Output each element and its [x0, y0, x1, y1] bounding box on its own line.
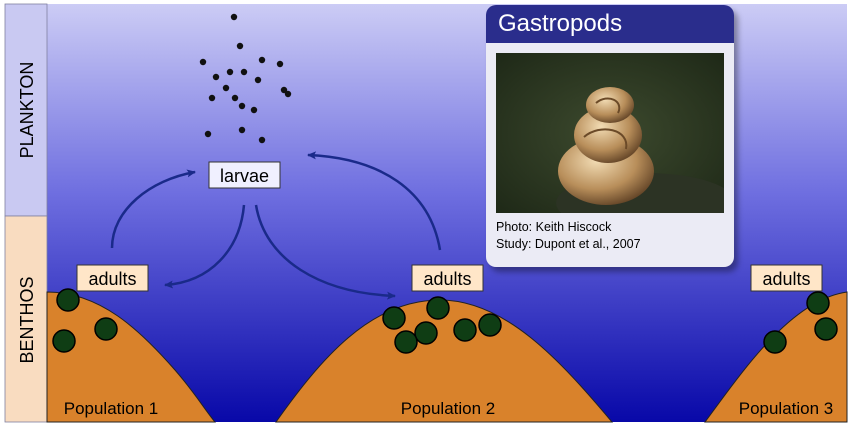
- larva-dot: [255, 77, 261, 83]
- adult-icon: [395, 331, 417, 353]
- adults-label-2: adults: [423, 269, 471, 289]
- adult-icon: [383, 307, 405, 329]
- larva-dot: [232, 95, 238, 101]
- larva-dot: [231, 14, 237, 20]
- adult-icon: [479, 314, 501, 336]
- larva-dot: [237, 43, 243, 49]
- larva-dot: [285, 91, 291, 97]
- larva-dot: [251, 107, 257, 113]
- population-label-3: Population 3: [739, 399, 834, 418]
- larva-dot: [205, 131, 211, 137]
- adult-icon: [95, 318, 117, 340]
- larva-dot: [259, 57, 265, 63]
- population-label-2: Population 2: [401, 399, 496, 418]
- larvae-label: larvae: [220, 166, 269, 186]
- larva-dot: [223, 85, 229, 91]
- population-label-1: Population 1: [64, 399, 159, 418]
- card-title: Gastropods: [486, 5, 734, 43]
- larva-dot: [239, 127, 245, 133]
- adult-icon: [807, 292, 829, 314]
- larva-dot: [239, 103, 245, 109]
- adult-icon: [415, 322, 437, 344]
- adults-label-3: adults: [762, 269, 810, 289]
- adult-icon: [764, 331, 786, 353]
- adult-icon: [57, 289, 79, 311]
- adult-icon: [815, 318, 837, 340]
- adults-label-1: adults: [88, 269, 136, 289]
- larva-dot: [200, 59, 206, 65]
- larva-dot: [209, 95, 215, 101]
- larva-dot: [259, 137, 265, 143]
- plankton-label: PLANKTON: [17, 62, 37, 159]
- card-credits: Photo: Keith Hiscock Study: Dupont et al…: [496, 219, 641, 253]
- adult-icon: [53, 330, 75, 352]
- larva-dot: [241, 69, 247, 75]
- larva-dot: [227, 69, 233, 75]
- study-credit: Study: Dupont et al., 2007: [496, 236, 641, 253]
- larva-dot: [213, 74, 219, 80]
- adult-icon: [427, 297, 449, 319]
- larva-dot: [277, 61, 283, 67]
- adult-icon: [454, 319, 476, 341]
- gastropods-info-card: Gastropods Photo: Keith Hiscock Study: D…: [486, 5, 734, 267]
- photo-shell-upper: [586, 87, 634, 123]
- gastropod-photo: [496, 53, 724, 213]
- benthos-label: BENTHOS: [17, 276, 37, 363]
- photo-credit: Photo: Keith Hiscock: [496, 219, 641, 236]
